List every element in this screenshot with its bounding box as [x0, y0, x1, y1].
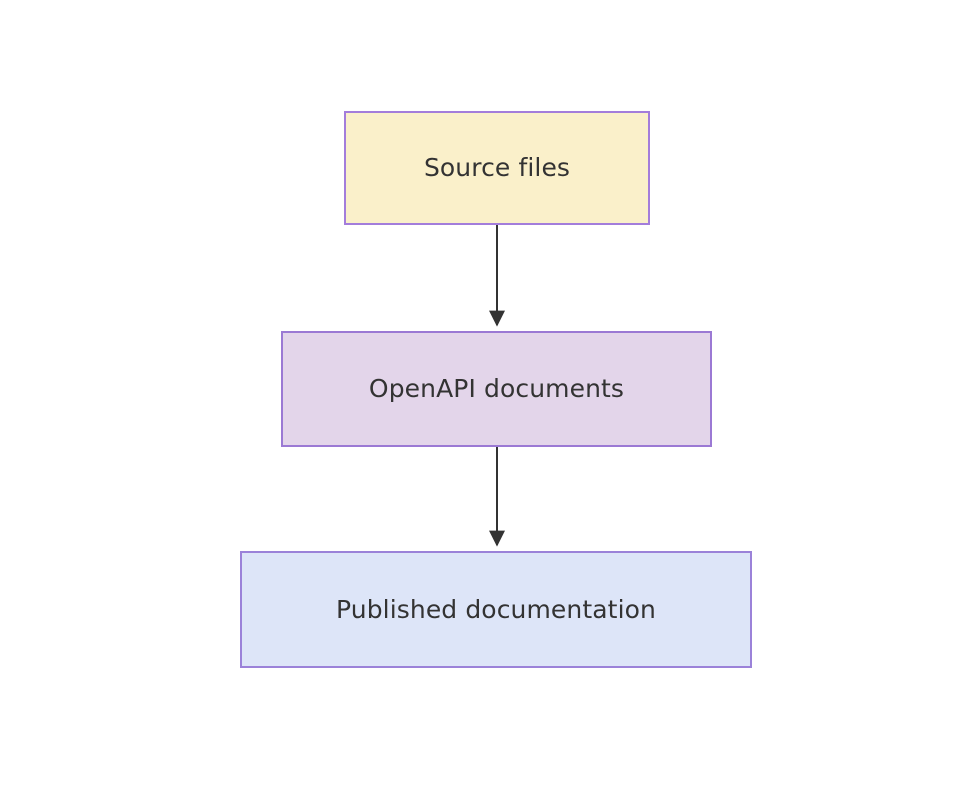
flow-node-label: Published documentation	[336, 594, 656, 624]
flow-node-label: OpenAPI documents	[368, 374, 625, 403]
flow-node-source-files[interactable]: Source files	[344, 111, 650, 225]
flow-node-openapi-documents[interactable]: OpenAPI documents	[281, 331, 712, 447]
flow-node-label: Source files	[423, 153, 571, 182]
flow-node-published-documentation[interactable]: Published documentation	[240, 551, 752, 668]
